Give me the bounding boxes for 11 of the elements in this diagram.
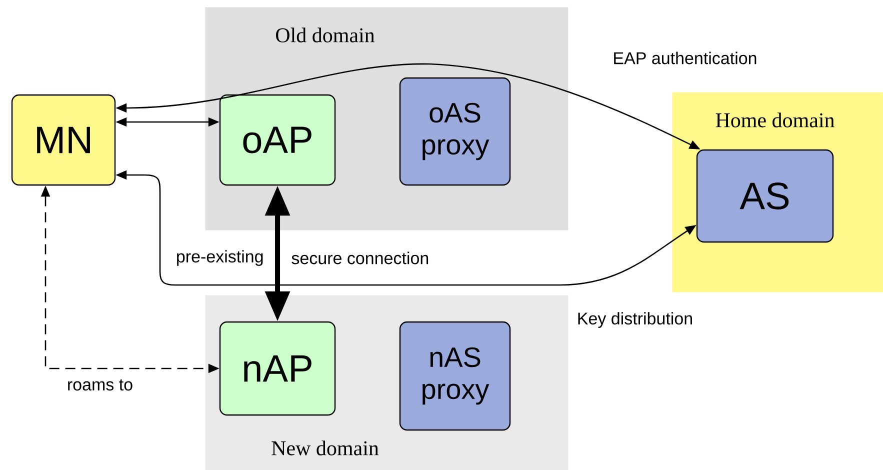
process-box: MN — [11, 94, 116, 186]
process-box: oAS proxy — [399, 77, 511, 186]
edge-label: EAP authentication — [612, 50, 758, 66]
process-box: nAS proxy — [399, 321, 511, 431]
caption-text: pre-existing — [177, 250, 263, 266]
process-box: oAP — [219, 94, 336, 186]
caption-text: secure connection — [292, 252, 428, 264]
edge-label: roams to — [66, 378, 134, 392]
edge-label: Key distribution — [576, 311, 694, 329]
process-box: AS — [696, 149, 834, 243]
process-box: nAP — [219, 321, 336, 416]
